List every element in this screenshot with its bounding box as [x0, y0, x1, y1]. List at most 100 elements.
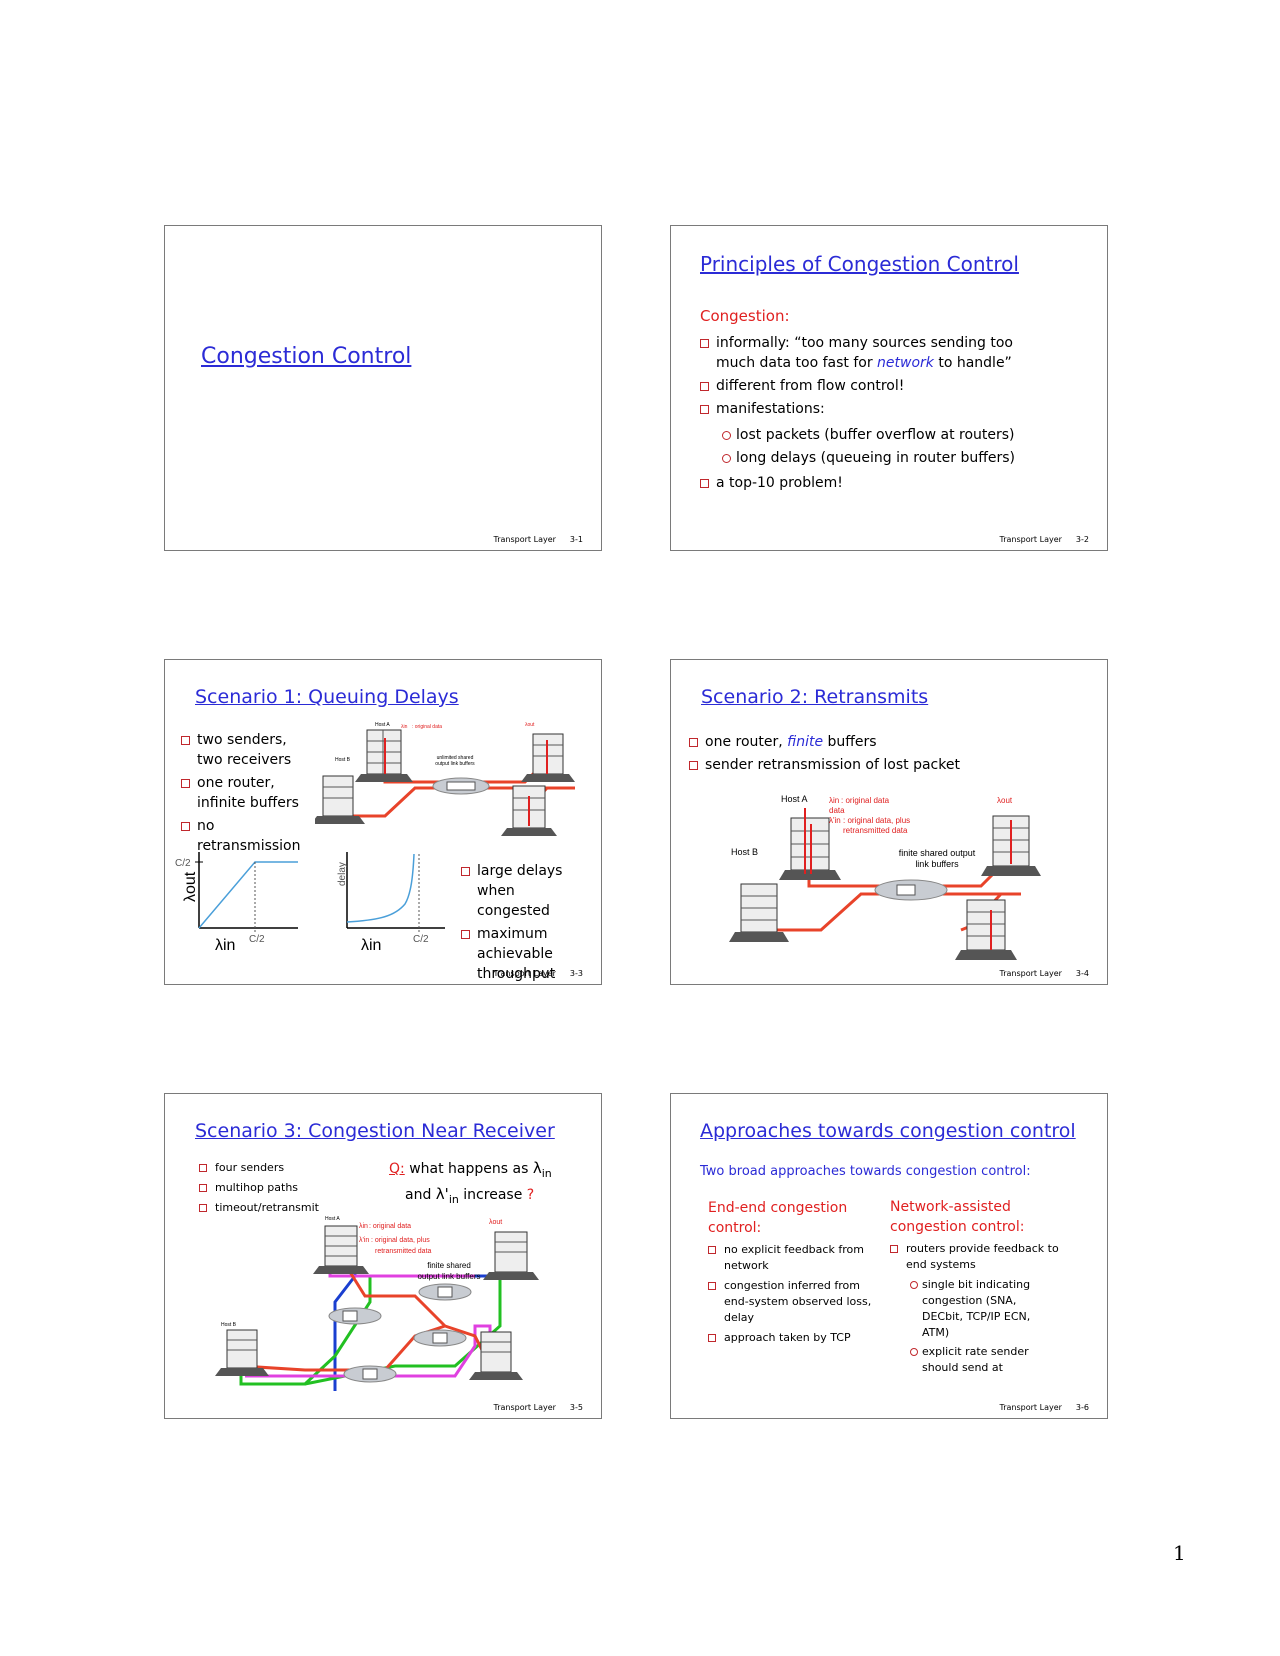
- network-diagram: Host A Host B λin : original data data λ…: [729, 794, 1041, 960]
- bullet-item: two senders, two receivers: [181, 730, 316, 770]
- lambda-out-symbol: λout: [489, 1219, 502, 1226]
- host-b-label: Host B: [731, 847, 758, 857]
- slide-title: Scenario 2: Retransmits: [701, 686, 929, 708]
- bullet-emphasis: finite: [787, 734, 824, 750]
- buffer-icon: [896, 884, 916, 896]
- bullet-emphasis: network: [877, 355, 934, 371]
- buffer-label: unlimited shared: [437, 755, 474, 761]
- slide-title: Scenario 1: Queuing Delays: [195, 686, 459, 708]
- host-b-label: Host B: [335, 757, 351, 763]
- slide-footer: Transport Layer 3-3: [494, 969, 583, 978]
- network-diagram: Host A Host B λin : original data λout u…: [315, 722, 575, 836]
- footer-label: Transport Layer: [999, 969, 1062, 978]
- footer-number: 3-6: [1075, 1403, 1089, 1412]
- bullet-list: four senders multihop paths timeout/retr…: [199, 1160, 359, 1220]
- bullet-item: no retransmission: [181, 816, 316, 856]
- footer-number: 3-3: [569, 969, 583, 978]
- footer-number: 3-5: [569, 1403, 583, 1412]
- lambda-out-symbol: λout: [997, 796, 1013, 805]
- buffer-label: finite shared: [427, 1261, 471, 1270]
- lambda-in-label-cont: data: [829, 806, 845, 815]
- y-tick-label: C/2: [175, 858, 191, 869]
- bullet-item: maximum achievable throughput: [461, 924, 591, 984]
- question-mark: ?: [526, 1187, 535, 1203]
- bullet-item: sender retransmission of lost packet: [689, 755, 1049, 775]
- bullet-item: timeout/retransmit: [199, 1200, 359, 1216]
- sub-bullet-item: long delays (queueing in router buffers): [720, 448, 1050, 468]
- computer-icon: [483, 1231, 539, 1280]
- bullet-item: informally: “too many sources sending to…: [700, 333, 1045, 373]
- slide-3: Scenario 1: Queuing Delays two senders, …: [164, 659, 602, 985]
- bullet-list: no explicit feedback from network conges…: [708, 1242, 880, 1350]
- slide-footer: Transport Layer 3-6: [1000, 1403, 1089, 1412]
- throughput-graph: C/2 C/2 λout λin: [175, 852, 298, 954]
- bullet-item: different from flow control!: [700, 376, 1045, 396]
- host-a-label: Host A: [325, 1216, 340, 1222]
- network-assisted-heading: Network-assisted congestion control:: [890, 1199, 1025, 1235]
- buffer-icon: [432, 1332, 448, 1344]
- network-diagram: Host A Host B λin : original data λ'in :…: [215, 1216, 539, 1391]
- bullet-list: informally: “too many sources sending to…: [700, 333, 1045, 422]
- sub-bullet-item: single bit indicating congestion (SNA, D…: [908, 1277, 1046, 1341]
- bullet-text: buffers: [823, 734, 877, 750]
- buffer-icon: [437, 1286, 453, 1298]
- computer-icon: [955, 899, 1017, 960]
- bullet-item: routers provide feedback to end systems: [890, 1241, 1060, 1273]
- buffer-icon: [342, 1310, 358, 1322]
- buffer-icon: [362, 1368, 378, 1380]
- question-text: and: [405, 1187, 432, 1203]
- footer-number: 3-1: [569, 535, 583, 544]
- lambda-prime-label: : original data, plus: [843, 816, 910, 825]
- footer-label: Transport Layer: [493, 969, 556, 978]
- computer-icon: [469, 1331, 523, 1380]
- lambda-in-symbol: λin: [401, 724, 408, 730]
- lambda-prime-label: retransmitted data: [375, 1248, 432, 1255]
- bullet-text: informally: “too many sources sending to…: [716, 335, 1013, 371]
- footer-number: 3-4: [1075, 969, 1089, 978]
- delay-graph: delay C/2 λin: [337, 852, 445, 954]
- bullet-item: large delays when congested: [461, 861, 591, 921]
- question-text: increase: [463, 1187, 523, 1203]
- x-axis-label: λin: [361, 937, 381, 954]
- bullet-item: no explicit feedback from network: [708, 1242, 880, 1274]
- footer-label: Transport Layer: [493, 535, 556, 544]
- end-end-heading: End-end congestion control:: [708, 1200, 848, 1236]
- footer-label: Transport Layer: [999, 535, 1062, 544]
- x-tick-label: C/2: [249, 934, 265, 945]
- buffer-label: output link buffers: [417, 1272, 480, 1281]
- slide-subtitle: Congestion:: [700, 307, 790, 325]
- slide-title: Principles of Congestion Control: [700, 252, 1019, 276]
- intro-text: Two broad approaches towards congestion …: [700, 1164, 1031, 1179]
- sub-bullet-item: lost packets (buffer overflow at routers…: [720, 425, 1050, 445]
- computer-icon: [315, 775, 365, 824]
- footer-label: Transport Layer: [999, 1403, 1062, 1412]
- slide-footer: Transport Layer 3-1: [494, 535, 583, 544]
- bullet-item: four senders: [199, 1160, 359, 1176]
- question-label: Q:: [389, 1161, 405, 1177]
- y-axis-label: λout: [182, 871, 199, 902]
- bullet-item: multihop paths: [199, 1180, 359, 1196]
- footer-label: Transport Layer: [493, 1403, 556, 1412]
- y-axis-label: delay: [337, 862, 348, 886]
- sub-bullet-item: explicit rate sender should send at: [908, 1344, 1046, 1376]
- bullet-list: two senders, two receivers one router, i…: [181, 730, 316, 859]
- sub-bullet-list: lost packets (buffer overflow at routers…: [720, 425, 1050, 471]
- question-block: Q: what happens as λin and λ'in increase…: [389, 1158, 552, 1210]
- bullet-list: one router, finite buffers sender retran…: [689, 732, 1049, 778]
- bullet-list: a top-10 problem!: [700, 473, 1045, 496]
- x-tick-label: C/2: [413, 934, 429, 945]
- computer-icon: [215, 1329, 269, 1376]
- bullet-item: manifestations:: [700, 399, 1045, 419]
- slide-4: Scenario 2: Retransmits one router, fini…: [670, 659, 1108, 985]
- lambda-in-label: : original data: [841, 796, 890, 805]
- lambda-in-label: : original data: [369, 1223, 411, 1230]
- buffer-label: output link buffers: [435, 761, 475, 767]
- buffer-label: finite shared output: [899, 848, 976, 858]
- lambda-in-symbol: λin: [829, 796, 839, 805]
- slide-footer: Transport Layer 3-4: [1000, 969, 1089, 978]
- bullet-list: routers provide feedback to end systems: [890, 1241, 1060, 1277]
- lambda-prime-label: retransmitted data: [843, 826, 908, 835]
- lambda-prime-label: : original data, plus: [371, 1237, 430, 1244]
- buffer-label: link buffers: [915, 859, 959, 869]
